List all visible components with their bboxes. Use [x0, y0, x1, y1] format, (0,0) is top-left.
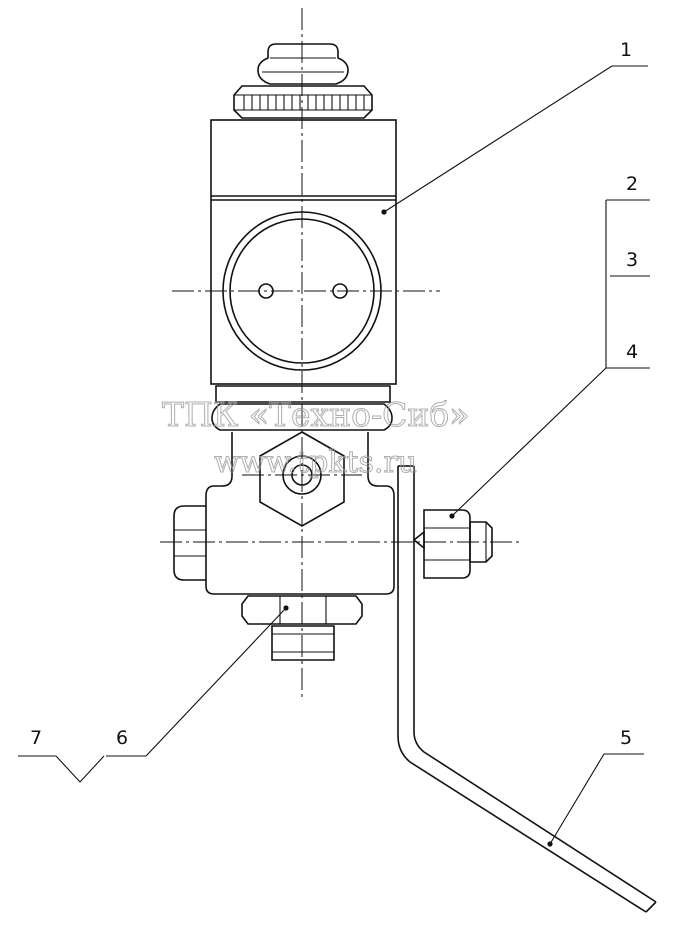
knurled-nut	[233, 85, 373, 119]
callout-1: 1	[620, 39, 632, 61]
bottom-nut	[241, 595, 363, 661]
centre-lines	[160, 8, 520, 700]
callout-5: 5	[620, 727, 632, 749]
callout-4: 4	[626, 341, 638, 363]
watermark-url: www.tpkts.ru	[214, 445, 417, 480]
callout-7: 7	[30, 727, 42, 749]
valve-housing	[210, 119, 397, 385]
bolt-nut-washer	[412, 509, 493, 579]
left-nut	[173, 505, 206, 581]
callout-6: 6	[116, 727, 128, 749]
watermark-company: ТПК «Техно-Сиб»	[162, 395, 469, 434]
leader-lines	[18, 65, 650, 847]
mounting-bracket	[397, 465, 657, 913]
flange-rings	[211, 385, 393, 431]
callout-2: 2	[626, 173, 638, 195]
callout-3: 3	[626, 249, 638, 271]
top-knob	[257, 43, 349, 85]
